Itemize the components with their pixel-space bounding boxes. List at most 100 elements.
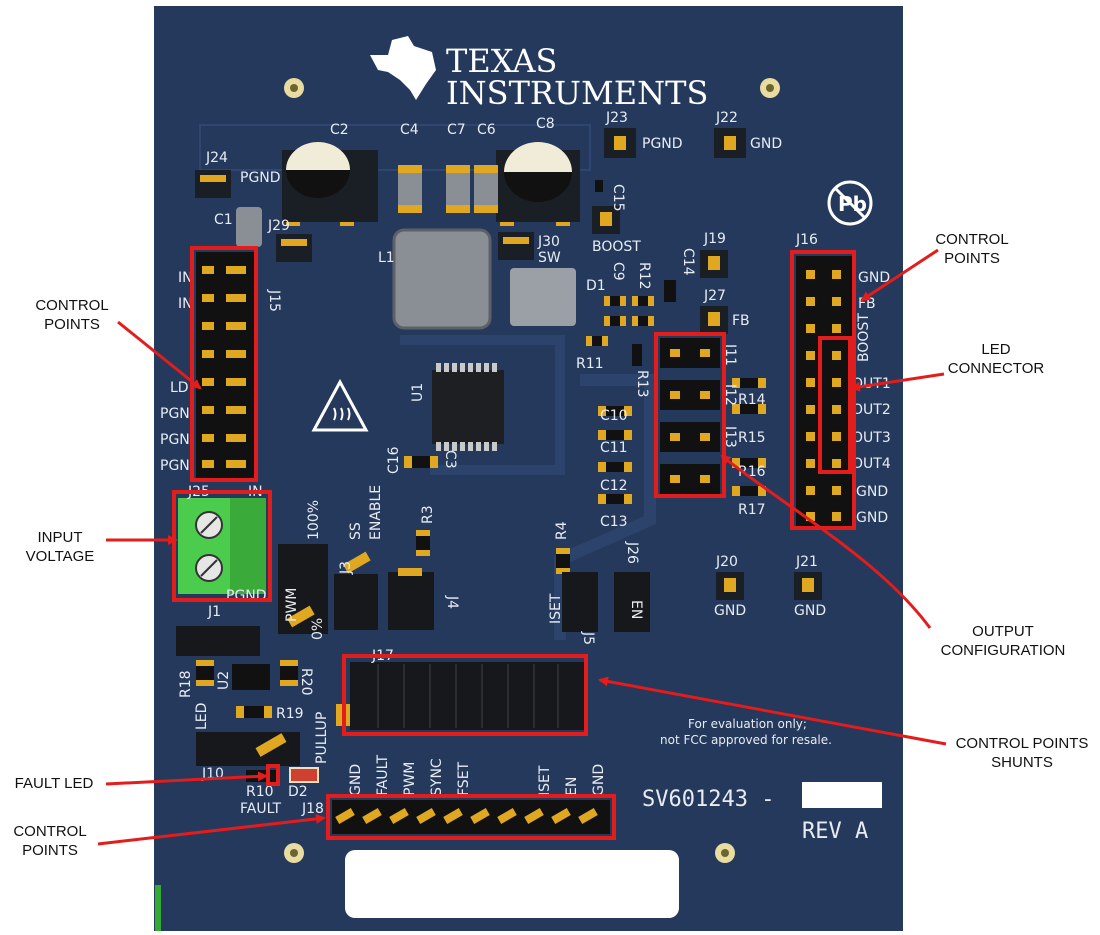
inductor-l1 bbox=[392, 228, 492, 330]
test-point-j22[interactable] bbox=[714, 128, 746, 158]
silk-r18: R18 bbox=[178, 670, 194, 698]
silk-r11: R11 bbox=[576, 356, 604, 372]
silk-c2: C2 bbox=[330, 122, 349, 138]
silk-j29: J29 bbox=[267, 218, 290, 234]
silk-ld: LD bbox=[170, 380, 189, 396]
silk-r4: R4 bbox=[554, 521, 570, 540]
silk-boost-top: BOOST bbox=[592, 239, 641, 255]
silk-j24: J24 bbox=[205, 150, 228, 166]
j18-pin-label: PWM bbox=[402, 762, 418, 796]
j16-pin-label: GND bbox=[856, 510, 888, 526]
shunt-block-j17[interactable] bbox=[336, 662, 584, 730]
silk-pullup: PULLUP bbox=[314, 712, 330, 764]
capacitor-c6 bbox=[474, 165, 498, 213]
silk-sw: SW bbox=[538, 250, 561, 266]
test-point-j30[interactable] bbox=[498, 232, 534, 260]
j16-pin-label: BOOST bbox=[856, 313, 872, 362]
arrow-left-control-points bbox=[117, 320, 202, 390]
silk-pwm: PWM bbox=[284, 588, 300, 622]
callout-output-configuration: OUTPUT CONFIGURATION bbox=[940, 623, 1066, 659]
diode-d1 bbox=[510, 268, 576, 326]
label-blank-area bbox=[345, 850, 679, 918]
highlight-fault-led bbox=[266, 764, 280, 786]
callout-control-points-bottom: CONTROL POINTS bbox=[13, 823, 87, 859]
highlight-bottom-control-points bbox=[326, 794, 616, 840]
j16-pin-label: OUT3 bbox=[852, 430, 891, 446]
j18-pin-label: ISET bbox=[537, 765, 553, 796]
silk-j1: J1 bbox=[207, 604, 221, 620]
silk-r12: R12 bbox=[636, 262, 652, 290]
silk-r20: R20 bbox=[298, 668, 314, 696]
silk-pgn-1: PGN bbox=[160, 406, 190, 422]
silk-c15: C15 bbox=[610, 184, 626, 212]
silk-c6: C6 bbox=[477, 122, 496, 138]
highlight-left-control-points bbox=[190, 246, 258, 482]
silk-c8: C8 bbox=[536, 116, 555, 132]
ti-logo: TEXAS INSTRUMENTS bbox=[370, 36, 708, 112]
header-j16[interactable] bbox=[796, 256, 852, 526]
silk-c1: C1 bbox=[214, 212, 233, 228]
arrow-output-configuration bbox=[720, 454, 932, 629]
callout-input-voltage: INPUT VOLTAGE bbox=[25, 529, 95, 565]
silk-j5: J5 bbox=[580, 631, 596, 645]
arrow-right-control-points bbox=[860, 248, 939, 302]
silk-j21: J21 bbox=[795, 554, 818, 570]
silk-iset-j5: ISET bbox=[548, 593, 564, 624]
silk-c12: C12 bbox=[600, 478, 628, 494]
test-point-j21[interactable] bbox=[794, 572, 822, 600]
header-j15[interactable] bbox=[196, 252, 254, 478]
serial-blank-box bbox=[802, 782, 882, 808]
pb-free-icon: Pb bbox=[827, 180, 873, 226]
eval-note-line1: For evaluation only; bbox=[688, 717, 807, 731]
test-point-j20[interactable] bbox=[716, 572, 744, 600]
eval-note-line2: not FCC approved for resale. bbox=[660, 733, 832, 747]
capacitor-c2 bbox=[282, 142, 378, 226]
silk-r10: R10 bbox=[246, 784, 274, 800]
jumper-j1[interactable] bbox=[176, 626, 260, 656]
test-point-j24[interactable] bbox=[195, 170, 231, 198]
jumper-j4[interactable] bbox=[388, 572, 434, 630]
silk-r17: R17 bbox=[738, 502, 766, 518]
mounting-hole bbox=[760, 78, 780, 98]
highlight-led-connector bbox=[818, 336, 852, 474]
jumper-j5[interactable] bbox=[562, 572, 598, 632]
silk-en-j26: EN bbox=[628, 600, 644, 619]
silk-enable: ENABLE bbox=[368, 485, 384, 540]
silk-c9: C9 bbox=[610, 262, 626, 281]
silk-c13: C13 bbox=[600, 514, 628, 530]
test-point-j29[interactable] bbox=[276, 234, 312, 262]
test-point-j19[interactable] bbox=[700, 250, 728, 278]
j18-pin-label: SYNC bbox=[429, 758, 445, 796]
silk-c4: C4 bbox=[400, 122, 419, 138]
test-point-boost[interactable] bbox=[592, 206, 620, 234]
silk-r19: R19 bbox=[276, 706, 304, 722]
header-j18[interactable] bbox=[332, 800, 610, 834]
test-point-j23[interactable] bbox=[604, 128, 636, 158]
jumper-j10[interactable] bbox=[196, 732, 300, 766]
silk-r13: R13 bbox=[634, 370, 650, 398]
revision: REV A bbox=[802, 819, 868, 844]
silk-c16: C16 bbox=[386, 446, 402, 474]
silk-u1: U1 bbox=[410, 383, 426, 402]
terminal-block-j25[interactable] bbox=[178, 498, 266, 594]
silk-r14: R14 bbox=[738, 392, 766, 408]
jumper-j3[interactable] bbox=[334, 574, 378, 630]
mounting-hole bbox=[284, 78, 304, 98]
silk-in-1: IN bbox=[178, 270, 193, 286]
silk-fault-j18: FAULT bbox=[240, 801, 281, 817]
test-point-j27[interactable] bbox=[700, 306, 728, 334]
silk-c7: C7 bbox=[447, 122, 466, 138]
j18-pin-label: GND bbox=[348, 764, 364, 796]
highlight-control-points-shunts bbox=[342, 654, 588, 736]
ic-u1 bbox=[432, 363, 504, 451]
silk-j3: J3 bbox=[338, 561, 354, 575]
output-config-headers[interactable] bbox=[660, 338, 720, 494]
silk-pgn-2: PGN bbox=[160, 432, 190, 448]
silk-j22: J22 bbox=[715, 110, 738, 126]
silk-pgnd-j23: PGND bbox=[642, 136, 683, 152]
silk-c11: C11 bbox=[600, 440, 628, 456]
jumper-j26[interactable] bbox=[614, 572, 650, 632]
fault-led-d2 bbox=[289, 767, 319, 783]
silk-c10: C10 bbox=[600, 408, 628, 424]
